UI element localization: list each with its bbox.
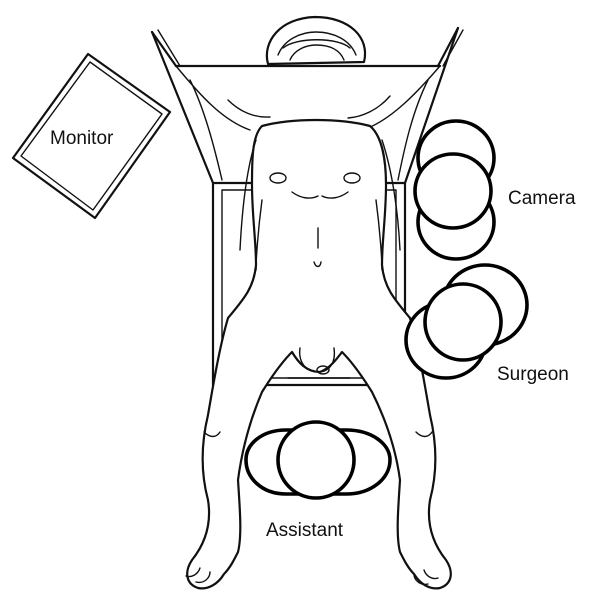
surgeon-label: Surgeon	[497, 364, 569, 385]
monitor-icon: Monitor	[13, 54, 170, 218]
surgeon-position-icon: Surgeon	[406, 265, 569, 385]
assistant-label: Assistant	[266, 520, 344, 541]
assistant-position-icon: Assistant	[246, 422, 390, 541]
monitor-label: Monitor	[50, 128, 114, 149]
camera-label: Camera	[508, 188, 576, 209]
camera-position-icon: Camera	[415, 121, 576, 259]
